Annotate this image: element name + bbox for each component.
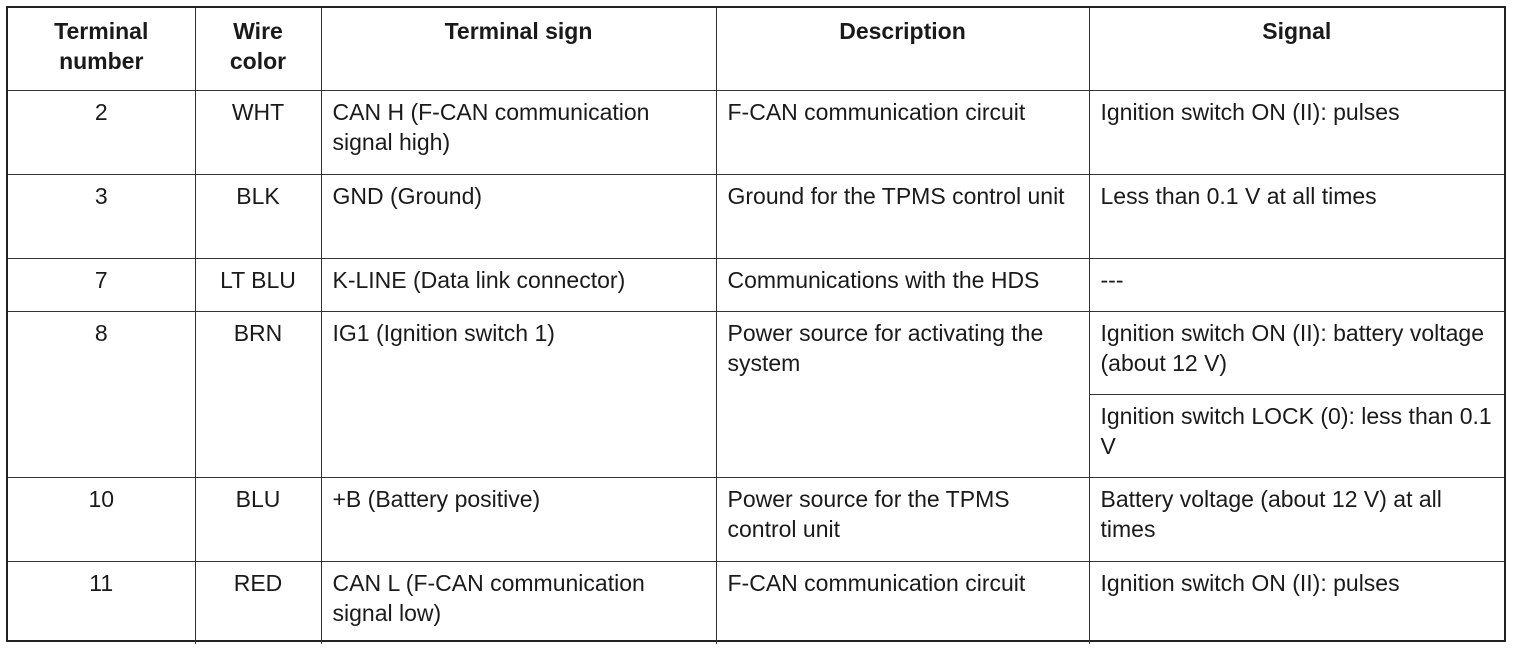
signal-cell: Ignition switch ON (II): pulses (1088, 560, 1504, 644)
description-cell: F-CAN communication circuit (715, 560, 1090, 644)
description-cell: Communications with the HDS (715, 257, 1090, 312)
description-cell: Ground for the TPMS control unit (715, 173, 1090, 259)
terminal-sign-cell: IG1 (Ignition switch 1) (320, 310, 717, 478)
terminal-number-cell: 2 (8, 89, 196, 175)
header-wire-color: Wire color (194, 8, 322, 91)
table-row: 7 LT BLU K-LINE (Data link connector) Co… (8, 257, 1504, 312)
wire-color-cell: RED (194, 560, 322, 644)
description-cell: F-CAN communication circuit (715, 89, 1090, 175)
header-signal: Signal (1088, 8, 1504, 91)
wire-color-cell: BLK (194, 173, 322, 259)
terminal-sign-cell: CAN H (F-CAN communication signal high) (320, 89, 717, 175)
wire-color-cell: WHT (194, 89, 322, 175)
wire-color-cell: LT BLU (194, 257, 322, 312)
header-terminal-number: Terminal number (8, 8, 196, 91)
table-row: 10 BLU +B (Battery positive) Power sourc… (8, 476, 1504, 562)
terminal-sign-cell: K-LINE (Data link connector) (320, 257, 717, 312)
header-description: Description (715, 8, 1090, 91)
terminal-sign-cell: GND (Ground) (320, 173, 717, 259)
terminal-sign-cell: CAN L (F-CAN communication signal low) (320, 560, 717, 644)
signal-cell: Ignition switch ON (II): pulses (1088, 89, 1504, 175)
wire-color-cell: BLU (194, 476, 322, 562)
header-terminal-sign: Terminal sign (320, 8, 717, 91)
table-row-continuation: Ignition switch LOCK (0): less than 0.1 … (8, 393, 1504, 478)
wire-color-cell: BRN (194, 310, 322, 478)
description-cell: Power source for the TPMS control unit (715, 476, 1090, 562)
terminal-table: Terminal number Wire color Terminal sign… (8, 8, 1504, 644)
terminal-table-frame: Terminal number Wire color Terminal sign… (6, 6, 1506, 644)
table-row: 3 BLK GND (Ground) Ground for the TPMS c… (8, 173, 1504, 259)
signal-cell: --- (1088, 257, 1504, 312)
terminal-number-cell: 11 (8, 560, 196, 644)
table-row: 8 BRN IG1 (Ignition switch 1) Power sour… (8, 310, 1504, 478)
terminal-sign-cell: +B (Battery positive) (320, 476, 717, 562)
header-row: Terminal number Wire color Terminal sign… (8, 8, 1504, 91)
table-row: 2 WHT CAN H (F-CAN communication signal … (8, 89, 1504, 175)
signal-cell: Ignition switch ON (II): battery voltage… (1088, 310, 1504, 395)
terminal-number-cell: 8 (8, 310, 196, 478)
signal-cell: Ignition switch LOCK (0): less than 0.1 … (1089, 393, 1504, 478)
terminal-number-cell: 10 (8, 476, 196, 562)
terminal-number-cell: 7 (8, 257, 196, 312)
signal-cell: Less than 0.1 V at all times (1088, 173, 1504, 259)
description-cell: Power source for activating the system (715, 310, 1090, 478)
signal-cell: Battery voltage (about 12 V) at all time… (1088, 476, 1504, 562)
terminal-number-cell: 3 (8, 173, 196, 259)
table-row: 11 RED CAN L (F-CAN communication signal… (8, 560, 1504, 644)
